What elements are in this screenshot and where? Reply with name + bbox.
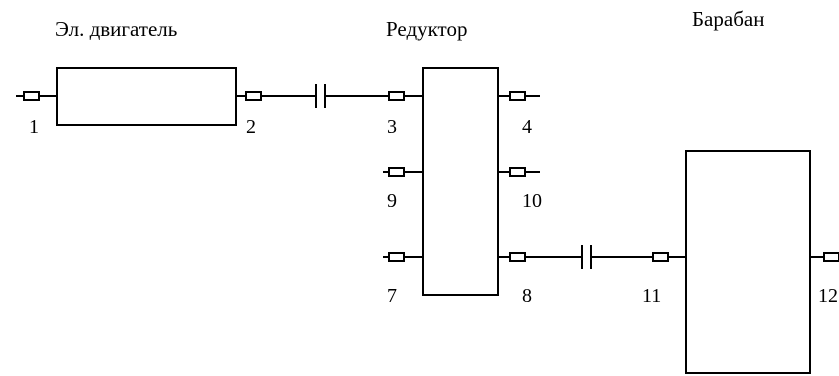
motor-title: Эл. двигатель: [55, 17, 177, 41]
bearing-12-icon: [823, 252, 839, 262]
point-3-label: 3: [387, 116, 397, 138]
drum: [652, 150, 839, 374]
bearing-8-icon: [509, 252, 526, 262]
bearing-1-icon: [23, 91, 40, 101]
drum-title: Барабан: [692, 7, 764, 31]
point-9-label: 9: [387, 190, 397, 212]
bearing-9-icon: [388, 167, 405, 177]
point-10-label: 10: [522, 190, 542, 212]
point-8-label: 8: [522, 285, 532, 307]
motor-body: [56, 67, 237, 126]
drum-body: [685, 150, 811, 374]
reducer-body: [422, 67, 499, 296]
coupling-1-icon: [315, 84, 423, 108]
reducer: [383, 67, 582, 296]
point-1-label: 1: [29, 116, 39, 138]
coupling-2-icon: [581, 245, 686, 269]
point-4-label: 4: [522, 116, 532, 138]
bearing-2-icon: [245, 91, 262, 101]
reducer-title: Редуктор: [386, 17, 467, 41]
bearing-7-icon: [388, 252, 405, 262]
motor: [16, 67, 316, 126]
point-2-label: 2: [246, 116, 256, 138]
point-12-label: 12: [818, 285, 838, 307]
point-7-label: 7: [387, 285, 397, 307]
bearing-11-icon: [652, 252, 669, 262]
bearing-4-icon: [509, 91, 526, 101]
bearing-10-icon: [509, 167, 526, 177]
point-11-label: 11: [642, 285, 661, 307]
bearing-3-icon: [388, 91, 405, 101]
